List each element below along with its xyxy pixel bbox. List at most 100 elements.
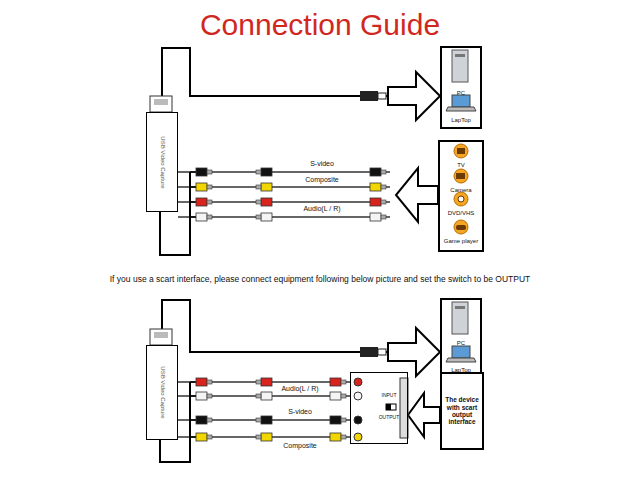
usb-cable xyxy=(162,48,388,112)
usb-plug xyxy=(150,329,172,345)
usb-plug xyxy=(154,99,168,105)
usb-plug xyxy=(378,349,386,355)
rca-plug xyxy=(261,433,272,441)
rca-plug xyxy=(196,198,207,206)
rca-plug xyxy=(196,416,207,424)
pigtail-wire xyxy=(190,171,196,173)
rca-plug xyxy=(381,215,386,219)
title: Connection Guide xyxy=(0,8,640,42)
rca-plug xyxy=(261,198,272,206)
block-arrow xyxy=(388,328,440,376)
rca-plug xyxy=(261,392,272,400)
pigtail-wire xyxy=(190,186,196,188)
computer-panel-text: LapTop xyxy=(442,117,480,124)
rca-plug xyxy=(196,168,207,176)
scart-jack xyxy=(354,378,362,386)
rca-plug xyxy=(256,394,261,398)
source-panel-text: DVD/VHS xyxy=(440,210,482,217)
rca-plug xyxy=(381,170,386,174)
rca-plug xyxy=(196,213,207,221)
pigtail-wire xyxy=(190,419,196,421)
scart-adapter: INPUTOUTPUT xyxy=(350,372,408,444)
dvd-icon xyxy=(454,192,468,206)
source-panel-text: Camera xyxy=(440,187,482,194)
rca-plug xyxy=(261,183,272,191)
rca-plug xyxy=(381,185,386,189)
usb-plug xyxy=(360,91,378,101)
block-arrow xyxy=(396,168,438,222)
rca-plug xyxy=(196,378,207,386)
usb-plug xyxy=(150,96,172,112)
pigtail-wire xyxy=(190,216,196,218)
rca-plug xyxy=(341,418,346,422)
scart-device-text: The device with scart output interface xyxy=(442,396,482,426)
rca-plug xyxy=(330,416,341,424)
source-panel-text: Game player xyxy=(440,238,482,245)
capture-device-text: USB Video Capture xyxy=(158,348,167,437)
scart-switch xyxy=(386,404,396,410)
rca-plug xyxy=(207,215,212,219)
cable-label: S-video xyxy=(286,408,314,416)
rca-plug xyxy=(341,435,346,439)
rca-plug xyxy=(207,170,212,174)
scart-jack xyxy=(354,416,362,424)
pigtail-wire xyxy=(190,436,196,438)
tv-icon xyxy=(457,148,465,154)
rca-plug xyxy=(256,170,261,174)
pigtail-wire xyxy=(190,201,196,203)
laptop-icon xyxy=(446,107,476,111)
capture-device-text: USB Video Capture xyxy=(158,115,167,209)
rca-plug xyxy=(381,200,386,204)
note-text: If you use a scart interface, please con… xyxy=(108,275,533,284)
rca-plug xyxy=(207,200,212,204)
scart-plug xyxy=(400,378,408,438)
pc-icon xyxy=(455,306,465,309)
rca-plug xyxy=(207,435,212,439)
laptop-icon xyxy=(446,358,476,362)
cable-label: Composite xyxy=(281,442,318,450)
rca-plug xyxy=(256,200,261,204)
dvd-icon xyxy=(458,196,464,202)
scart-adapter-text: INPUT xyxy=(377,393,401,399)
rca-plug xyxy=(261,378,272,386)
rca-plug xyxy=(341,394,346,398)
scart-switch xyxy=(386,404,391,410)
block-arrow xyxy=(388,72,440,120)
pc-icon xyxy=(452,302,468,334)
source-panel: TVCameraDVD/VHSGame player xyxy=(438,140,484,252)
rca-plug xyxy=(370,168,381,176)
rca-plug xyxy=(207,380,212,384)
rca-plug xyxy=(196,392,207,400)
rca-plug xyxy=(261,168,272,176)
usb-plug xyxy=(360,347,378,357)
cable-label: Audio(L / R) xyxy=(279,385,320,393)
scart-device: The device with scart output interface xyxy=(440,372,484,450)
usb-cable xyxy=(162,300,388,352)
laptop-icon xyxy=(452,346,470,358)
pc-icon xyxy=(455,54,465,57)
cable-connector xyxy=(178,382,350,437)
block-arrow xyxy=(408,393,440,437)
cable-connector xyxy=(162,48,440,120)
computer-panel: PCLapTop xyxy=(440,298,482,379)
computer-panel: PC LapTop xyxy=(440,46,482,129)
camera-icon xyxy=(454,169,468,183)
tv-icon xyxy=(454,144,468,158)
rca-plug xyxy=(330,392,341,400)
game-icon xyxy=(454,220,468,234)
rca-plug xyxy=(261,416,272,424)
cable-label: Composite xyxy=(303,176,340,184)
capture-device: USB Video Capture xyxy=(146,345,178,440)
pigtail-wire xyxy=(190,395,196,397)
computer-panel-text: PC xyxy=(442,340,480,347)
rca-plug xyxy=(256,185,261,189)
cable-connector xyxy=(408,393,440,437)
cable-label: Audio(L / R) xyxy=(301,205,342,213)
rca-plug xyxy=(261,213,272,221)
computer-panel-text: PC xyxy=(442,90,480,97)
rca-plug xyxy=(370,198,381,206)
rca-plug xyxy=(370,213,381,221)
usb-plug xyxy=(378,93,386,99)
